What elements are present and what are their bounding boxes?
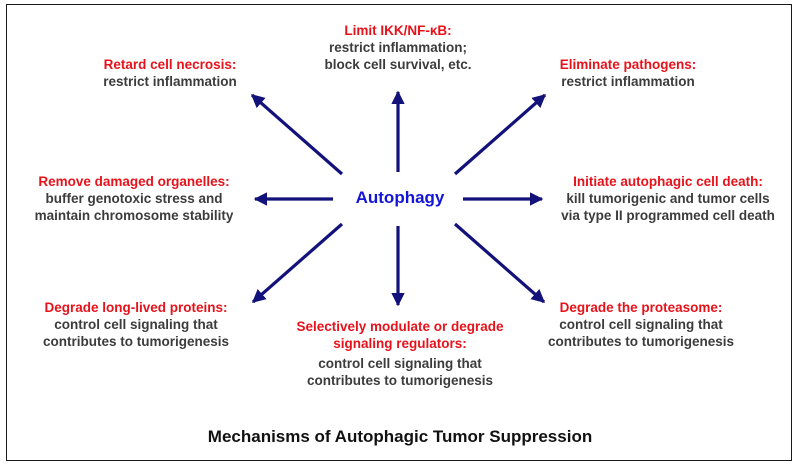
node-top-right: Eliminate pathogens: restrict inflammati… bbox=[528, 56, 728, 90]
node-bottom-right-heading: Degrade the proteasome: bbox=[559, 300, 723, 315]
node-bottom-left-text-1: control cell signaling that bbox=[54, 317, 218, 332]
arrow-up-left bbox=[250, 93, 344, 176]
node-bottom-right: Degrade the proteasome: control cell sig… bbox=[530, 299, 752, 350]
node-top-text-1: restrict inflammation; bbox=[328, 40, 468, 55]
arrow-down-right bbox=[453, 222, 546, 304]
diagram-frame bbox=[6, 4, 792, 461]
node-top-left: Retard cell necrosis: restrict inflammat… bbox=[70, 56, 270, 90]
node-top-heading: Limit IKK/NF-κB: bbox=[344, 23, 452, 38]
node-bottom-text-1: control cell signaling that bbox=[318, 356, 482, 371]
node-left: Remove damaged organelles: buffer genoto… bbox=[16, 173, 252, 224]
node-top-left-text-1: restrict inflammation bbox=[103, 74, 237, 89]
node-top-text-2: block cell survival, etc. bbox=[324, 57, 472, 72]
node-bottom-text-2: contributes to tumorigenesis bbox=[306, 373, 494, 388]
node-bottom-left-text-2: contributes to tumorigenesis bbox=[42, 334, 230, 349]
node-bottom-right-text-1: control cell signaling that bbox=[559, 317, 723, 332]
node-bottom-right-text-2: contributes to tumorigenesis bbox=[547, 334, 735, 349]
node-bottom: Selectively modulate or degrade signalin… bbox=[272, 318, 528, 389]
node-left-heading: Remove damaged organelles: bbox=[38, 174, 230, 189]
node-right: Initiate autophagic cell death: kill tum… bbox=[542, 173, 794, 224]
arrow-up-right bbox=[453, 93, 547, 176]
node-top-right-text-1: restrict inflammation bbox=[561, 74, 695, 89]
center-label: Autophagy bbox=[355, 188, 445, 207]
node-right-heading: Initiate autophagic cell death: bbox=[573, 174, 763, 189]
node-top-right-heading: Eliminate pathogens: bbox=[559, 57, 697, 72]
node-bottom-left: Degrade long-lived proteins: control cel… bbox=[20, 299, 252, 350]
arrow-down-left bbox=[251, 222, 344, 304]
node-right-text-1: kill tumorigenic and tumor cells bbox=[566, 191, 770, 206]
diagram-caption: Mechanisms of Autophagic Tumor Suppressi… bbox=[207, 427, 593, 446]
node-left-text-1: buffer genotoxic stress and bbox=[45, 191, 223, 206]
node-bottom-heading-1: Selectively modulate or degrade bbox=[296, 319, 504, 334]
node-bottom-heading-2: signaling regulators: bbox=[333, 336, 467, 351]
node-bottom-left-heading: Degrade long-lived proteins: bbox=[44, 300, 228, 315]
node-top: Limit IKK/NF-κB: restrict inflammation; … bbox=[290, 22, 506, 73]
node-left-text-2: maintain chromosome stability bbox=[34, 208, 234, 223]
node-top-left-heading: Retard cell necrosis: bbox=[103, 57, 237, 72]
node-right-text-2: via type II programmed cell death bbox=[561, 208, 775, 223]
